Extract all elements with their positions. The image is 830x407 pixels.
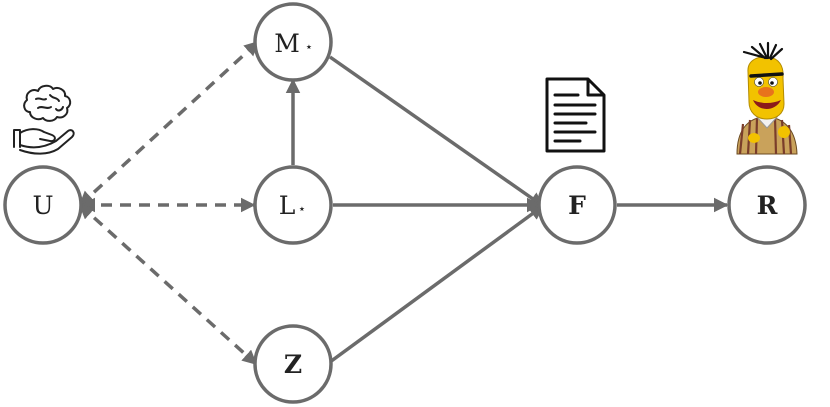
node-f-label: F <box>568 191 586 220</box>
node-m <box>253 2 333 82</box>
node-m-letter: M <box>274 29 300 58</box>
edge-z-f <box>328 204 545 364</box>
edge-m-f <box>328 55 545 208</box>
puppet-character-icon <box>736 41 798 155</box>
node-r-label: R <box>757 191 778 220</box>
brain-in-hand-icon <box>13 84 75 155</box>
node-u-label: U <box>32 191 53 220</box>
node-l-star: ⋆ <box>298 202 306 217</box>
edge-u-m <box>78 40 260 207</box>
node-l-label: L <box>279 191 296 220</box>
node-z <box>253 324 333 404</box>
node-f <box>537 165 617 245</box>
node-l <box>253 165 333 245</box>
node-l-letter: L <box>279 191 296 220</box>
edge-u-z <box>78 203 258 366</box>
node-u <box>3 165 83 245</box>
node-z-label: Z <box>284 350 302 379</box>
node-r <box>727 165 807 245</box>
node-m-label: M <box>274 29 300 58</box>
edges <box>78 40 729 366</box>
node-m-star: ⋆ <box>305 40 313 55</box>
document-icon <box>545 77 606 153</box>
